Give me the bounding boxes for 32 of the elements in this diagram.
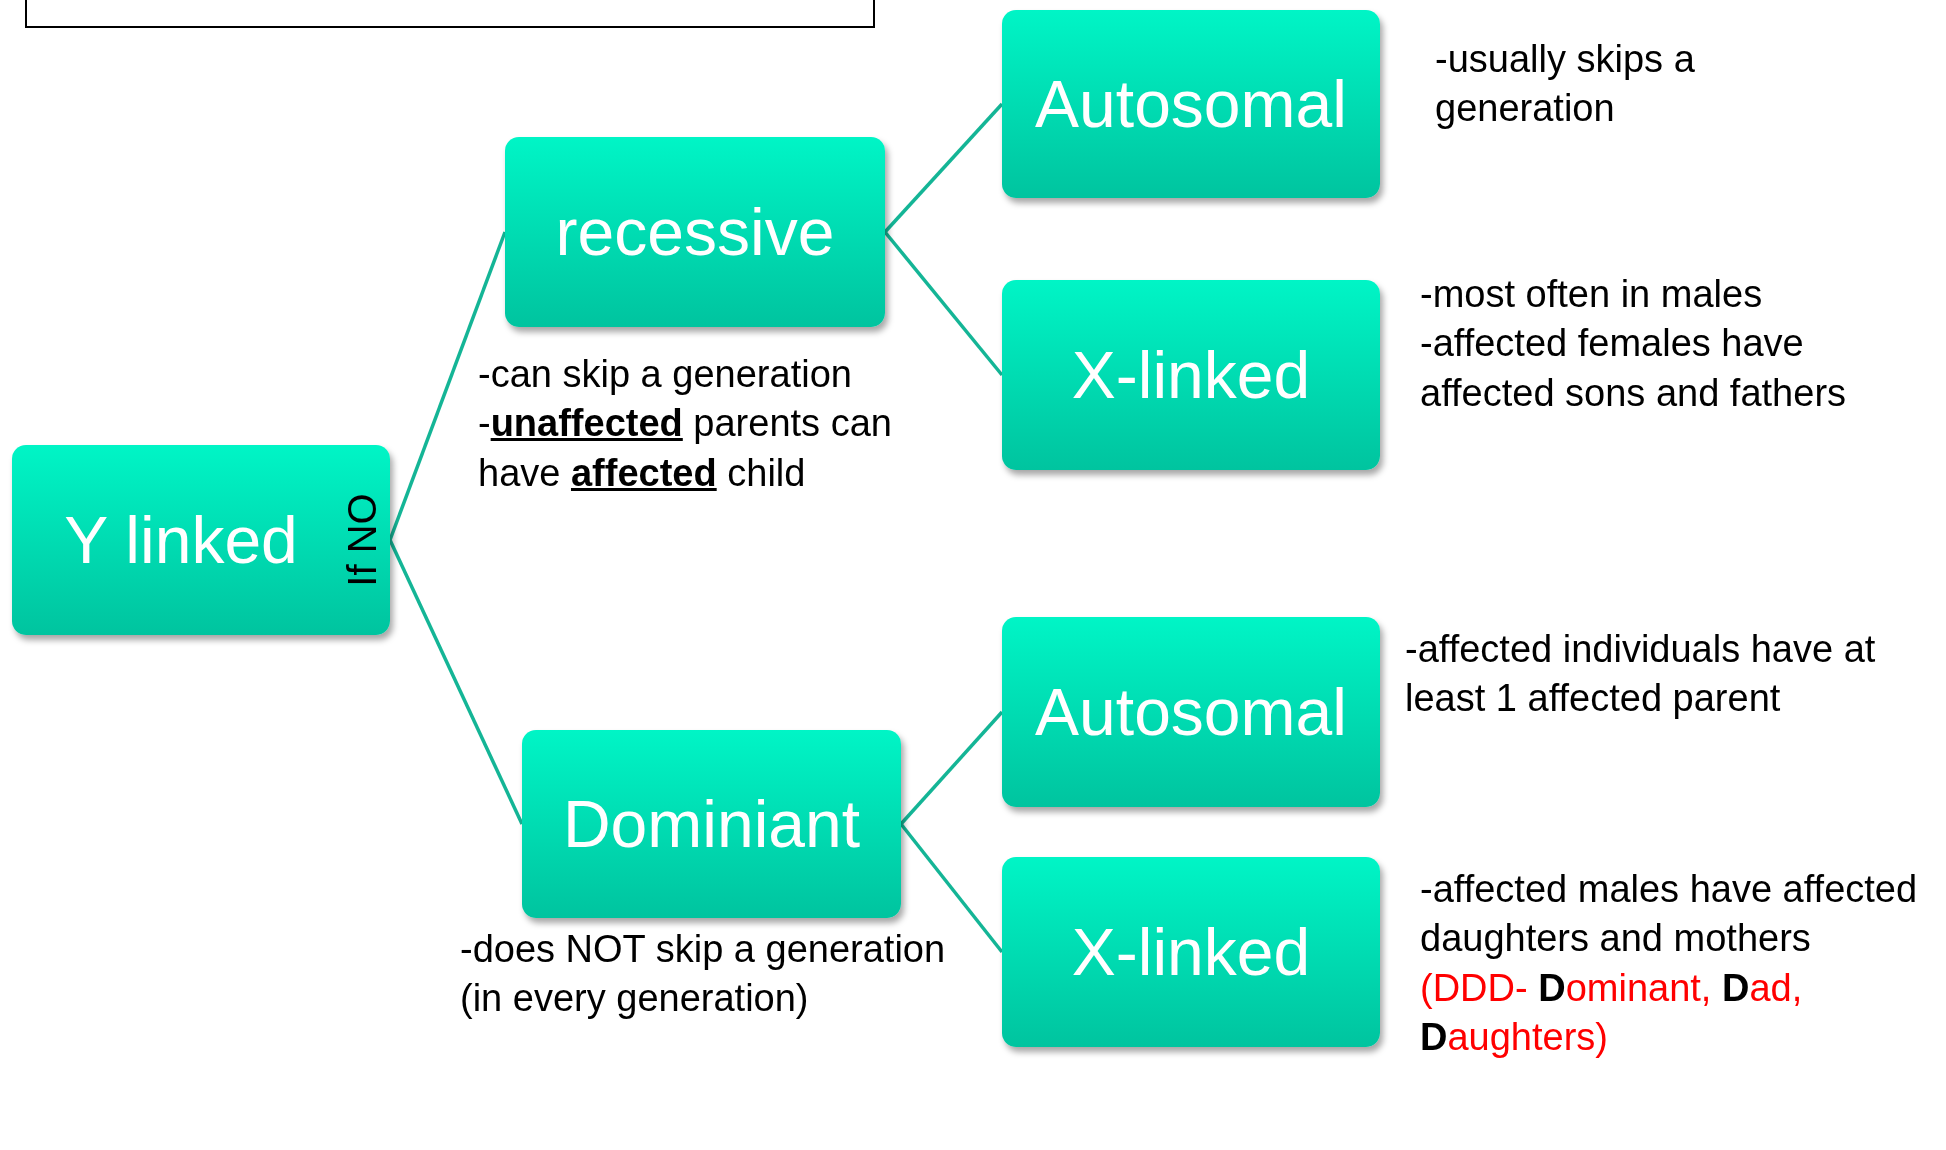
category-box [1002,617,1380,807]
category-box [505,137,885,327]
connector-line [388,539,524,825]
note-text: -affected females have affected sons and fathers [1420,321,1848,416]
note-text: -usually skips a generation [1435,37,1696,132]
note-text: -affected males have affected daughters and mothers [1420,867,1919,962]
connector-line [883,102,1004,234]
connector-line [883,230,1004,377]
branch-condition: If NO [342,492,382,589]
connector-line [899,710,1004,826]
connector-line [388,231,507,541]
box-label: recessive [555,199,835,265]
note-text: -does NOT skip a generation [460,927,947,972]
note-text: -affected individuals have at least 1 affected parent [1405,627,1877,722]
note-text: (DDD- Dominant, Dad, Daughters) [1420,965,1804,1061]
note-text: -most often in males [1420,272,1764,317]
note-text: -unaffected parents can have affected child [478,401,893,496]
box-label: Autosomal [1035,71,1347,137]
note-text: -can skip a generation [478,352,853,397]
category-box [1002,857,1380,1047]
category-box [1002,10,1380,198]
box-label: X-linked [1071,342,1311,408]
category-box [1002,280,1380,470]
connector-line [899,822,1004,954]
box-label: Autosomal [1035,679,1347,745]
category-box [522,730,901,918]
box-label: X-linked [1071,919,1311,985]
box-label: Y linked [64,507,298,573]
box-label: Dominiant [562,791,861,857]
note-text: (in every generation) [460,976,810,1022]
category-box [12,445,390,635]
title-box [25,0,875,28]
